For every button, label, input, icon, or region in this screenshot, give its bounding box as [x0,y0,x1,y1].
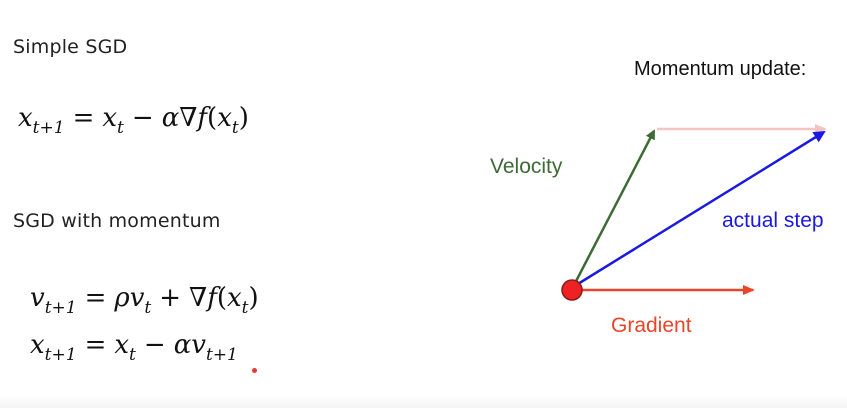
simple-sgd-heading: Simple SGD [13,36,128,58]
eq1-alpha: α [161,103,180,133]
eq3-equals: = [84,330,107,360]
eq1-lhs-var: x [18,103,33,133]
momentum-heading: SGD with momentum [13,210,221,232]
gradient-label: Gradient [611,314,692,337]
eq3-v-var: v [191,330,206,360]
eq1-func: f [197,103,208,133]
eq3-minus: − [143,330,166,360]
velocity-equation: vt+1=ρvt+∇f(xt) [30,283,259,318]
eq1-lhs-sub: t+1 [32,118,65,138]
eq1-nabla: ∇ [179,103,198,133]
eq1-rhs-var: x [102,103,118,133]
eq2-v-var: v [129,283,145,313]
eq2-plus: + [159,283,182,313]
velocity-label: Velocity [490,155,563,178]
eq2-lhs-var: v [30,283,45,313]
pointer-dot [252,368,257,373]
eq3-rhs-var: x [114,330,130,360]
eq3-lhs-sub: t+1 [44,345,77,365]
eq2-equals: = [84,283,107,313]
eq2-nabla: ∇ [189,283,208,313]
eq2-lhs-sub: t+1 [44,298,77,318]
eq1-rhs-sub: t [117,118,124,138]
eq1-arg-sub: t [231,118,239,138]
momentum-update-title: Momentum update: [634,58,807,80]
origin-point [561,279,583,301]
eq3-lhs-var: x [30,330,45,360]
actual-step-label: actual step [722,209,824,232]
eq1-arg-var: x [217,103,232,133]
position-equation: xt+1=xt−αvt+1 [30,330,238,364]
eq3-v-sub: t+1 [205,345,238,365]
eq1-equals: = [72,103,95,133]
eq2-arg-var: x [226,283,242,313]
eq2-func: f [207,283,217,313]
eq2-v-sub: t [144,298,152,318]
eq1-minus: − [131,103,154,133]
eq3-alpha: α [173,330,192,360]
eq2-arg-sub: t [241,298,249,318]
eq3-rhs-sub: t [129,345,136,365]
simple-sgd-equation: xt+1=xt−α∇f(xt) [18,103,249,138]
actual-step-arrow [572,130,826,289]
eq2-rho: ρ [114,283,130,313]
velocity-arrow [571,129,656,288]
